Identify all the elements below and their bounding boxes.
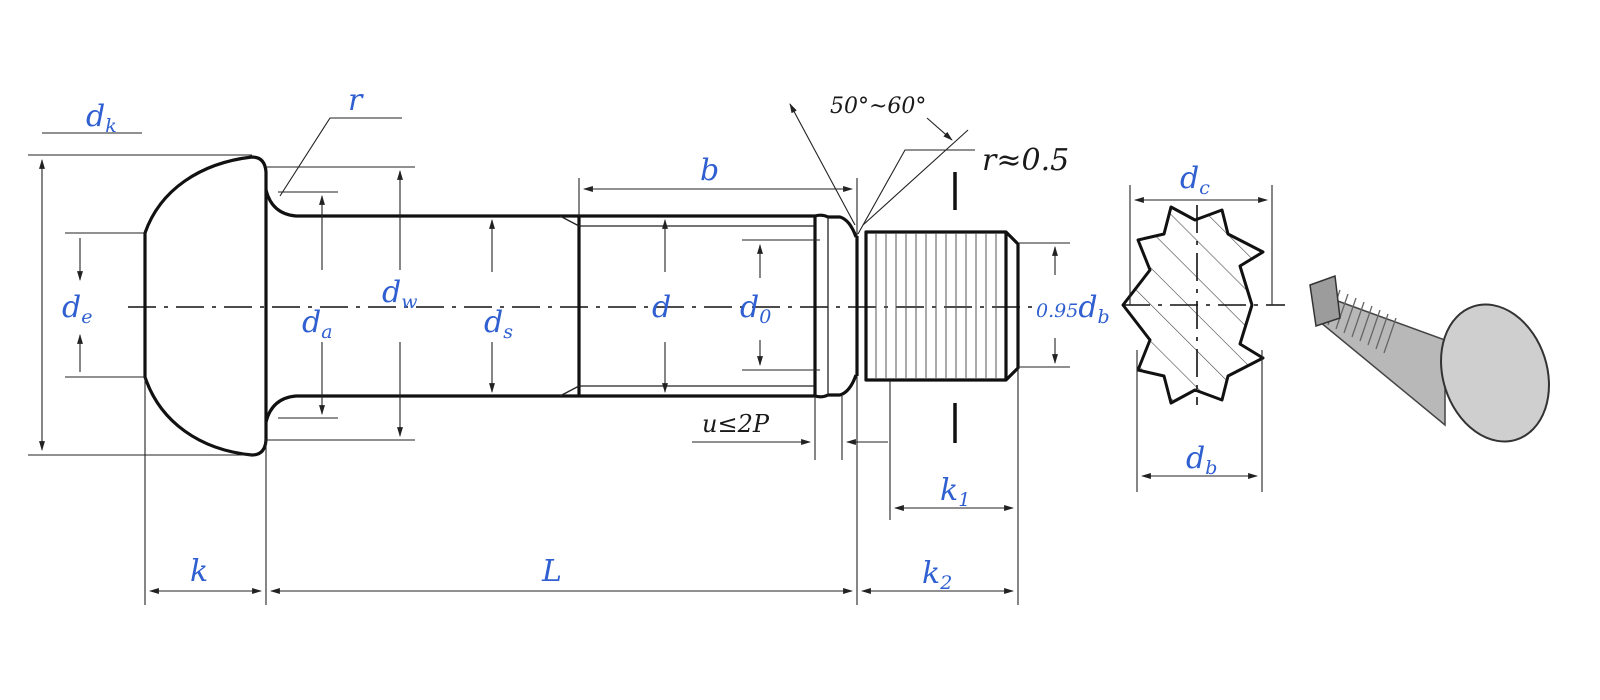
dimension-lines bbox=[28, 103, 1070, 605]
label-r: r bbox=[348, 83, 364, 118]
label-de: de bbox=[62, 290, 92, 328]
label-u: u≤2P bbox=[702, 410, 770, 438]
spline-section-view bbox=[1121, 185, 1285, 492]
label-k: k bbox=[190, 554, 208, 589]
label-d0: d0 bbox=[740, 290, 771, 328]
shank-outline-bottom bbox=[264, 374, 858, 423]
label-dc: dc bbox=[1180, 161, 1210, 199]
bolt-3d-render bbox=[1309, 274, 1550, 443]
label-L: L bbox=[541, 554, 562, 589]
bolt-side-view bbox=[128, 155, 1040, 457]
label-da: da bbox=[302, 305, 333, 343]
spline-teeth bbox=[875, 234, 997, 378]
label-k1: k1 bbox=[940, 473, 970, 511]
label-angle: 50°~60° bbox=[830, 94, 926, 119]
spline-tip bbox=[864, 230, 1020, 382]
label-095db: 0.95db bbox=[1036, 290, 1110, 328]
label-dk: dk bbox=[86, 99, 117, 137]
bolt-head bbox=[143, 155, 268, 457]
label-d: d bbox=[652, 290, 671, 325]
label-db: db bbox=[1186, 441, 1217, 479]
shank-outline-top bbox=[264, 189, 858, 238]
thread-runout-bottom bbox=[559, 385, 580, 397]
label-ds: ds bbox=[484, 305, 513, 343]
label-r-tip: r≈0.5 bbox=[982, 143, 1069, 178]
thread-runout-top bbox=[559, 215, 580, 227]
label-dw: dw bbox=[382, 275, 417, 313]
label-b: b bbox=[700, 153, 719, 188]
label-k2: k2 bbox=[922, 556, 952, 594]
